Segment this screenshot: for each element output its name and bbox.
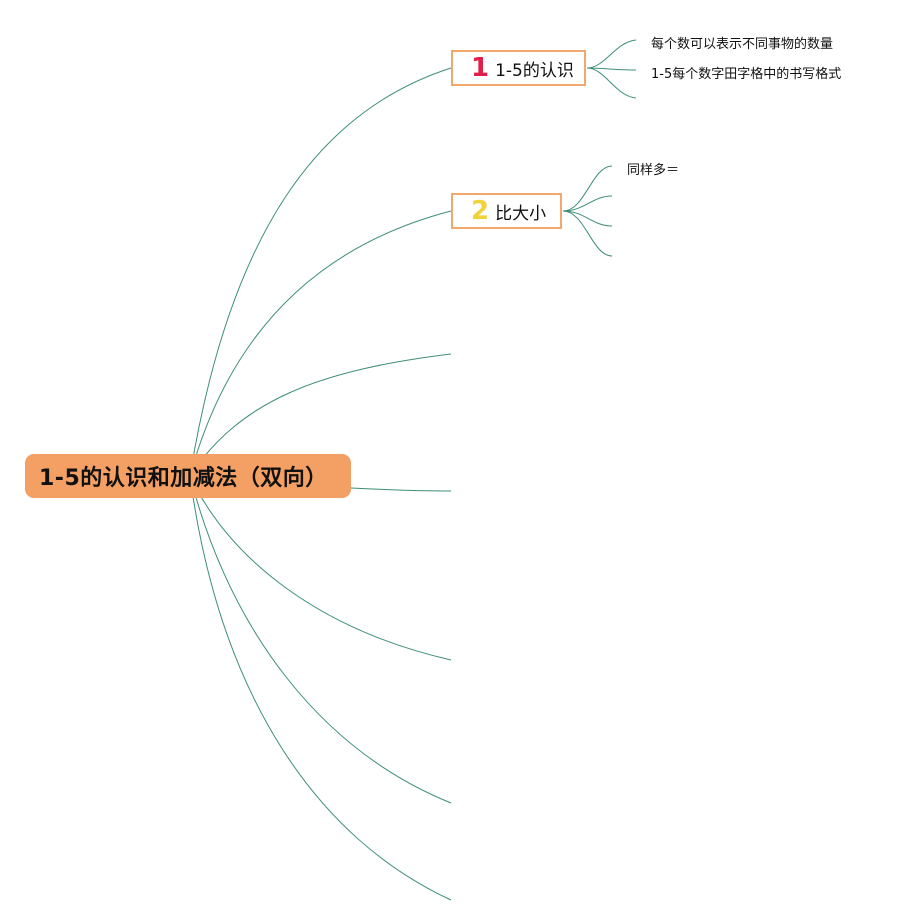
- branch-line-6: [189, 475, 452, 804]
- branch-line-3: [189, 353, 452, 477]
- branch-line-topic-2: [189, 210, 452, 477]
- leaf-line-2-2: [562, 195, 613, 212]
- leaf-line-1-3: [586, 67, 637, 99]
- subtopic-2-1[interactable]: 同样多＝: [627, 163, 680, 178]
- topic-2-node[interactable]: 2 比大小: [451, 193, 562, 229]
- number-1-icon: 1: [471, 53, 490, 83]
- topic-2-label: 比大小: [495, 203, 547, 224]
- topic-1-node[interactable]: 1 1-5的认识: [451, 50, 586, 86]
- branch-line-4: [350, 487, 452, 492]
- subtopic-1-2[interactable]: 1-5每个数字田字格中的书写格式: [651, 67, 842, 82]
- branch-line-topic-1: [189, 67, 452, 477]
- leaf-line-2-1: [562, 165, 613, 212]
- leaf-line-1-1: [586, 39, 637, 69]
- number-2-icon: 2: [471, 196, 490, 226]
- branch-line-5: [189, 475, 452, 661]
- leaf-line-2-4: [562, 210, 613, 257]
- topic-1-label: 1-5的认识: [495, 60, 574, 81]
- root-topic[interactable]: 1-5的认识和加减法（双向）: [25, 454, 351, 498]
- subtopic-1-1[interactable]: 每个数可以表示不同事物的数量: [651, 37, 834, 52]
- branch-line-7: [189, 475, 452, 901]
- root-topic-label: 1-5的认识和加减法（双向）: [39, 466, 328, 491]
